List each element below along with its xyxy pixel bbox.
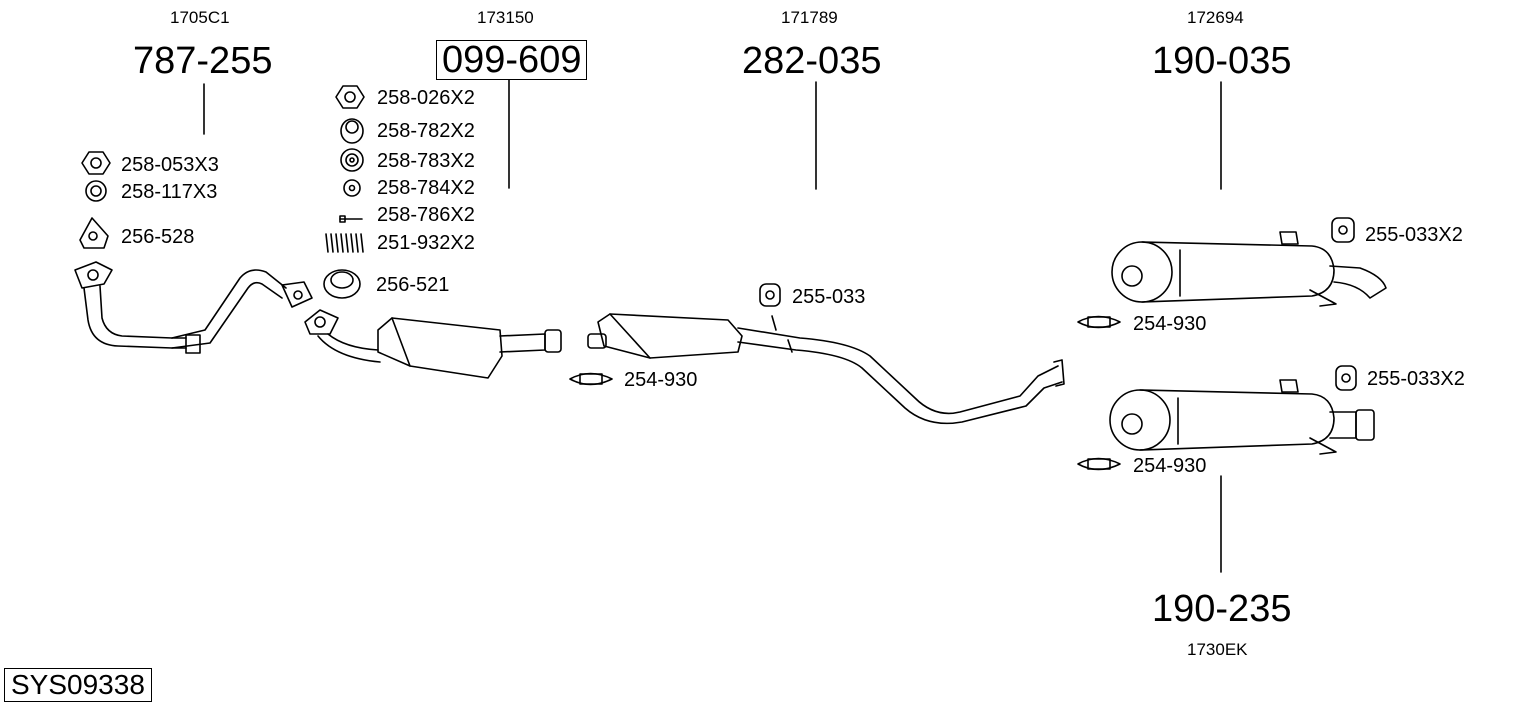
spring-icon (325, 233, 364, 253)
rear-silencer-a-drawing (1111, 231, 1387, 307)
nut-icon (335, 85, 365, 109)
oem-number-rear-silencer-b: 1730EK (1187, 640, 1248, 659)
fitting-label-mid-clamp[interactable]: 254-930 (624, 369, 698, 391)
stepped-nut-icon (340, 118, 364, 144)
fitting-label-mid-rubber-mount[interactable]: 255-033 (792, 286, 866, 308)
fitting-label-cat-bolt[interactable]: 258-786X2 (377, 204, 475, 226)
diagram-code: SYS09338 (4, 668, 152, 702)
oem-number-rear-silencer-a: 172694 (1187, 8, 1244, 27)
fitting-label-cat-spacer[interactable]: 258-783X2 (377, 150, 475, 172)
nut-icon (81, 151, 111, 175)
spacer-icon (340, 148, 364, 172)
washer-icon (85, 180, 107, 202)
fitting-label-rear-b-clamp[interactable]: 254-930 (1133, 455, 1207, 477)
fitting-label-cat-stepped-nut[interactable]: 258-782X2 (377, 120, 475, 142)
fitting-label-cat-spring[interactable]: 251-932X2 (377, 232, 475, 254)
bolt-icon (339, 215, 363, 223)
clamp-icon (1077, 457, 1121, 471)
fitting-label-cat-seal-ring[interactable]: 256-521 (376, 274, 450, 296)
part-number-rear-silencer-a[interactable]: 190-035 (1152, 40, 1292, 82)
clamp-icon (569, 372, 613, 386)
part-number-rear-silencer-b[interactable]: 190-235 (1152, 588, 1292, 630)
fitting-label-front-washer[interactable]: 258-117X3 (121, 181, 218, 203)
front-pipe-drawing (74, 261, 313, 354)
seal-ring-icon (323, 269, 361, 299)
rear-silencer-b-drawing (1109, 379, 1375, 455)
catalyst-drawing (304, 309, 562, 379)
part-number-catalyst[interactable]: 099-609 (436, 40, 588, 80)
fitting-label-cat-nut[interactable]: 258-026X2 (377, 87, 475, 109)
fitting-label-front-gasket[interactable]: 256-528 (121, 226, 195, 248)
fitting-label-rear-a-clamp[interactable]: 254-930 (1133, 313, 1207, 335)
fitting-label-cat-washer[interactable]: 258-784X2 (377, 177, 475, 199)
clamp-icon (1077, 315, 1121, 329)
fitting-label-rear-a-rubber-mount[interactable]: 255-033X2 (1365, 224, 1463, 246)
rubber-mount-icon (759, 283, 781, 307)
rubber-mount-icon (1335, 365, 1357, 391)
rubber-mount-icon (1331, 217, 1355, 243)
gasket-icon (79, 217, 109, 249)
part-number-front-pipe[interactable]: 787-255 (133, 40, 273, 82)
oem-number-front-pipe: 1705C1 (170, 8, 230, 27)
part-number-middle-silencer[interactable]: 282-035 (742, 40, 882, 82)
oem-number-catalyst: 173150 (477, 8, 534, 27)
washer-icon (343, 179, 361, 197)
oem-number-middle-silencer: 171789 (781, 8, 838, 27)
middle-silencer-drawing (587, 313, 1065, 425)
fitting-label-front-nut[interactable]: 258-053X3 (121, 154, 219, 176)
fitting-label-rear-b-rubber-mount[interactable]: 255-033X2 (1367, 368, 1465, 390)
